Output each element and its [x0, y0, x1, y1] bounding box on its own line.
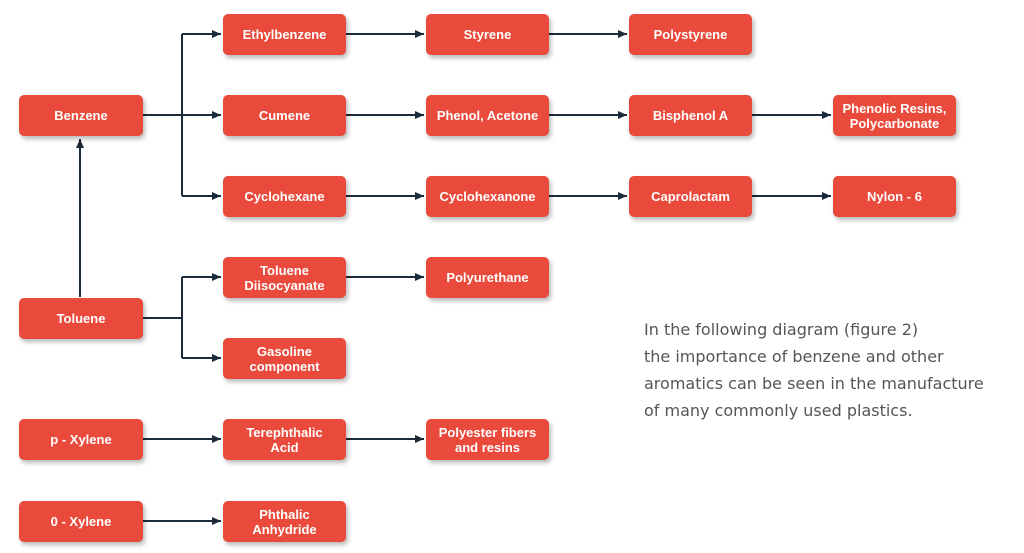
caption-line: of many commonly used plastics.	[644, 401, 913, 420]
node-toluene-diisocyanate: Toluene Diisocyanate	[223, 257, 346, 298]
caption-line: aromatics can be seen in the manufacture	[644, 374, 984, 393]
node-phthalic-anhydride: Phthalic Anhydride	[223, 501, 346, 542]
connector-toluene-trunk	[143, 277, 183, 358]
caption-line: the importance of benzene and other	[644, 347, 944, 366]
connector-benzene-trunk	[143, 34, 183, 196]
node-nylon-6: Nylon - 6	[833, 176, 956, 217]
node-polystyrene: Polystyrene	[629, 14, 752, 55]
node-benzene: Benzene	[19, 95, 143, 136]
node-phenol-acetone: Phenol, Acetone	[426, 95, 549, 136]
node-gasoline-component: Gasoline component	[223, 338, 346, 379]
node-cumene: Cumene	[223, 95, 346, 136]
node-cyclohexane: Cyclohexane	[223, 176, 346, 217]
caption-line: In the following diagram (figure 2)	[644, 320, 919, 339]
node-styrene: Styrene	[426, 14, 549, 55]
node-phenolic-resins: Phenolic Resins, Polycarbonate	[833, 95, 956, 136]
node-toluene: Toluene	[19, 298, 143, 339]
node-o-xylene: 0 - Xylene	[19, 501, 143, 542]
node-polyester: Polyester fibers and resins	[426, 419, 549, 460]
node-caprolactam: Caprolactam	[629, 176, 752, 217]
caption-paragraph: In the following diagram (figure 2) the …	[644, 316, 1020, 424]
node-p-xylene: p - Xylene	[19, 419, 143, 460]
node-polyurethane: Polyurethane	[426, 257, 549, 298]
node-bisphenol-a: Bisphenol A	[629, 95, 752, 136]
node-cyclohexanone: Cyclohexanone	[426, 176, 549, 217]
node-ethylbenzene: Ethylbenzene	[223, 14, 346, 55]
node-terephthalic-acid: Terephthalic Acid	[223, 419, 346, 460]
